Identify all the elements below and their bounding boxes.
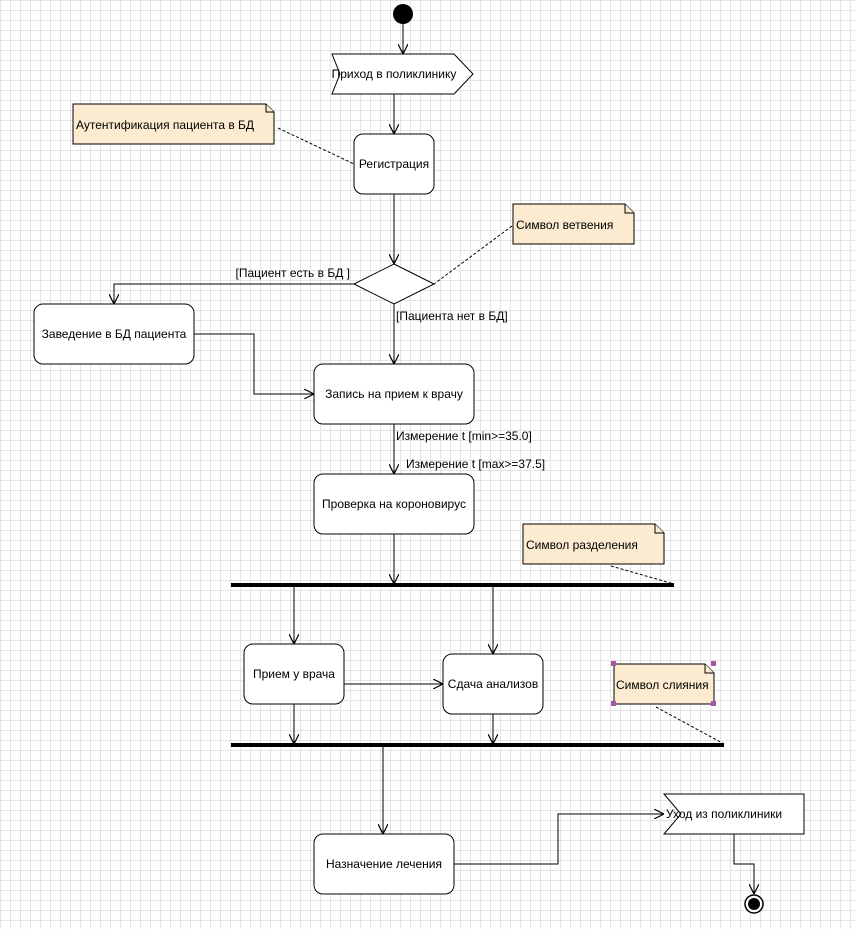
leave-label: Уход из поликлиники	[666, 807, 782, 821]
note-fork[interactable]: Символ разделения	[522, 523, 665, 565]
appointment-label: Запись на прием к врачу	[325, 387, 463, 401]
note-fork-text: Символ разделения	[526, 538, 638, 552]
note-branch-connector	[433, 225, 513, 285]
note-merge[interactable]: Символ слияния	[611, 661, 716, 706]
registration-node[interactable]: Регистрация	[353, 133, 435, 195]
edge-treatment-to-leave[interactable]	[454, 814, 664, 865]
note-fork-connector	[610, 565, 675, 585]
doctor-visit-node[interactable]: Прием у врача	[243, 643, 345, 705]
note-merge-text: Символ слияния	[616, 678, 709, 692]
edge-leave-to-end[interactable]	[733, 834, 754, 894]
tests-label: Сдача анализов	[448, 677, 538, 691]
edge-decision-to-add-patient[interactable]	[114, 283, 354, 304]
end-node[interactable]	[744, 894, 764, 914]
registration-label: Регистрация	[359, 157, 429, 171]
guard-t-max: Измерение t [max>=37.5]	[406, 457, 545, 471]
edge-add-patient-to-appointment[interactable]	[194, 333, 314, 394]
arrive-event[interactable]: Приход в поликлинику	[331, 53, 474, 95]
add-patient-node[interactable]: Заведение в БД пациента	[33, 303, 195, 365]
arrive-label: Приход в поликлинику	[332, 67, 457, 81]
guard-t-min: Измерение t [min>=35.0]	[396, 429, 532, 443]
covid-check-label: Проверка на короновирус	[322, 497, 466, 511]
decision-node[interactable]	[352, 263, 436, 305]
selection-handle[interactable]	[611, 661, 616, 666]
guard-not-in-db: [Пациента нет в БД]	[396, 309, 508, 323]
selection-handle[interactable]	[711, 661, 716, 666]
note-merge-connector	[655, 706, 725, 745]
selection-handle[interactable]	[711, 701, 716, 706]
tests-node[interactable]: Сдача анализов	[442, 653, 544, 715]
note-auth[interactable]: Аутентификация пациента в БД	[72, 103, 275, 145]
note-auth-text: Аутентификация пациента в БД	[76, 118, 254, 132]
leave-event[interactable]: Уход из поликлиники	[662, 793, 805, 835]
treatment-label: Назначение лечения	[326, 857, 442, 871]
selection-handle[interactable]	[611, 701, 616, 706]
appointment-node[interactable]: Запись на прием к врачу	[313, 363, 475, 425]
treatment-node[interactable]: Назначение лечения	[313, 833, 455, 895]
note-branch-text: Символ ветвения	[516, 218, 613, 232]
note-branch[interactable]: Символ ветвения	[512, 203, 635, 245]
start-node[interactable]	[393, 4, 413, 24]
add-patient-label: Заведение в БД пациента	[42, 327, 187, 341]
note-auth-connector	[277, 127, 355, 165]
guard-in-db: [Пациент есть в БД ]	[236, 266, 350, 280]
doctor-visit-label: Прием у врача	[253, 667, 335, 681]
covid-check-node[interactable]: Проверка на короновирус	[313, 473, 475, 535]
